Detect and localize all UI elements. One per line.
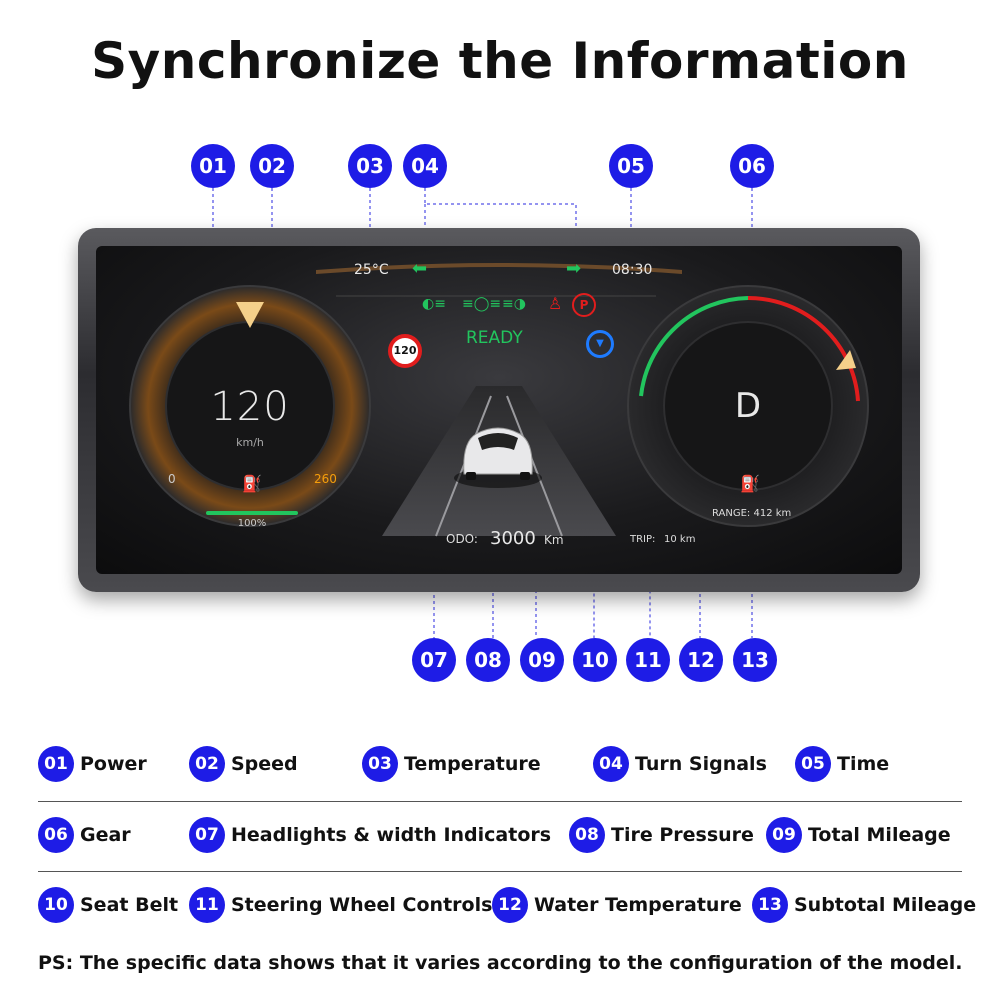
battery-bar-fill <box>206 511 298 515</box>
callout-badge-07: 07 <box>412 638 456 682</box>
legend-badge: 12 <box>492 887 528 923</box>
legend-badge: 11 <box>189 887 225 923</box>
legend-item-steering-wheel-controls: 11 Steering Wheel Controls <box>189 887 492 923</box>
gear-gauge-red-arc <box>747 295 860 402</box>
legend-label: Temperature <box>404 753 541 775</box>
legend-badge: 04 <box>593 746 629 782</box>
legend-item-headlights: 07 Headlights & width Indicators <box>189 817 551 853</box>
speed-readout: 120 <box>210 384 290 430</box>
speed-needle-marker <box>236 302 264 328</box>
legend-item-speed: 02 Speed <box>189 746 298 782</box>
ready-status: READY <box>466 328 523 348</box>
dashboard-graphics <box>129 263 869 537</box>
seat-belt-icon: ♙ <box>548 294 563 313</box>
legend-badge: 05 <box>795 746 831 782</box>
speed-limit-sign: 120 <box>388 334 422 368</box>
legend-label: Headlights & width Indicators <box>231 824 552 846</box>
legend-badge: 08 <box>569 817 605 853</box>
header-arc <box>316 263 682 274</box>
odo-label: ODO: <box>446 532 478 546</box>
legend-label: Turn Signals <box>635 753 767 775</box>
legend-item-seat-belt: 10 Seat Belt <box>38 887 178 923</box>
speed-max-label: 260 <box>314 472 337 486</box>
trip-label: TRIP: <box>630 534 656 545</box>
range-readout: RANGE: 412 km <box>712 508 791 519</box>
legend-badge: 02 <box>189 746 225 782</box>
legend-label: Total Mileage <box>808 824 951 846</box>
legend-label: Water Temperature <box>534 894 742 916</box>
gear-gauge-green-arc <box>639 296 749 397</box>
legend-item-subtotal-mileage: 13 Subtotal Mileage <box>752 887 976 923</box>
legend-badge: 01 <box>38 746 74 782</box>
legend-badge: 03 <box>362 746 398 782</box>
legend-item-power: 01 Power <box>38 746 147 782</box>
legend-item-turn-signals: 04 Turn Signals <box>593 746 767 782</box>
time-readout: 08:30 <box>612 262 653 278</box>
page-title: Synchronize the Information <box>91 32 909 90</box>
legend-item-tire-pressure: 08 Tire Pressure <box>569 817 754 853</box>
legend-label: Speed <box>231 753 298 775</box>
legend-label: Time <box>837 753 890 775</box>
steering-wheel-icon: ▼ <box>586 330 614 358</box>
callout-badge-12: 12 <box>679 638 723 682</box>
callout-badge-09: 09 <box>520 638 564 682</box>
legend-item-gear: 06 Gear <box>38 817 131 853</box>
car-image <box>454 427 542 488</box>
headlight-icon: ◐≡ <box>422 296 446 312</box>
callout-badge-03: 03 <box>348 144 392 188</box>
legend-badge: 07 <box>189 817 225 853</box>
callout-badge-13: 13 <box>733 638 777 682</box>
charging-icon: ⛽ <box>242 474 262 493</box>
legend-label: Subtotal Mileage <box>794 894 977 916</box>
legend-item-temperature: 03 Temperature <box>362 746 541 782</box>
legend-label: Tire Pressure <box>611 824 754 846</box>
odo-value: 3000 <box>490 528 536 549</box>
temperature-readout: 25°C <box>354 262 389 278</box>
callout-badge-08: 08 <box>466 638 510 682</box>
range-value: 412 km <box>753 508 792 519</box>
legend-label: Power <box>80 753 147 775</box>
disclaimer-note: PS: The specific data shows that it vari… <box>38 952 963 974</box>
dashboard-screen: 25°C ⬅ ➡ 08:30 ◐≡ ≡◯≡ ≡◑ ♙ P ▼ READY 120… <box>96 246 902 574</box>
turn-signal-left-icon: ⬅ <box>412 258 428 279</box>
battery-percent: 100% <box>237 518 267 529</box>
speed-min-label: 0 <box>168 472 176 486</box>
legend-label: Steering Wheel Controls <box>231 894 493 916</box>
legend-badge: 13 <box>752 887 788 923</box>
battery-bar-track <box>206 511 298 515</box>
legend-label: Seat Belt <box>80 894 179 916</box>
legend-item-time: 05 Time <box>795 746 889 782</box>
legend-badge: 09 <box>766 817 802 853</box>
fuel-icon: ⛽ <box>740 474 760 493</box>
range-label: RANGE: <box>712 508 751 519</box>
gear-needle-marker <box>836 350 856 370</box>
legend-badge: 06 <box>38 817 74 853</box>
legend-divider <box>38 871 962 872</box>
odo-unit: Km <box>544 533 564 547</box>
high-beam-icon: ≡◑ <box>502 296 526 312</box>
legend-divider <box>38 801 962 802</box>
speed-unit: km/h <box>236 436 264 449</box>
turn-signal-right-icon: ➡ <box>566 258 582 279</box>
legend-badge: 10 <box>38 887 74 923</box>
legend-item-total-mileage: 09 Total Mileage <box>766 817 951 853</box>
legend-label: Gear <box>80 824 131 846</box>
callout-badge-10: 10 <box>573 638 617 682</box>
gear-readout: D <box>734 386 762 426</box>
trip-value: 10 km <box>664 534 696 545</box>
callout-badge-01: 01 <box>191 144 235 188</box>
callout-badge-05: 05 <box>609 144 653 188</box>
gear-gauge-center <box>663 321 833 491</box>
parking-brake-icon: P <box>572 293 596 317</box>
callout-badge-06: 06 <box>730 144 774 188</box>
callout-badge-02: 02 <box>250 144 294 188</box>
legend-item-water-temperature: 12 Water Temperature <box>492 887 742 923</box>
callout-badge-04: 04 <box>403 144 447 188</box>
callout-badge-11: 11 <box>626 638 670 682</box>
width-indicator-icon: ≡◯≡ <box>462 296 502 312</box>
